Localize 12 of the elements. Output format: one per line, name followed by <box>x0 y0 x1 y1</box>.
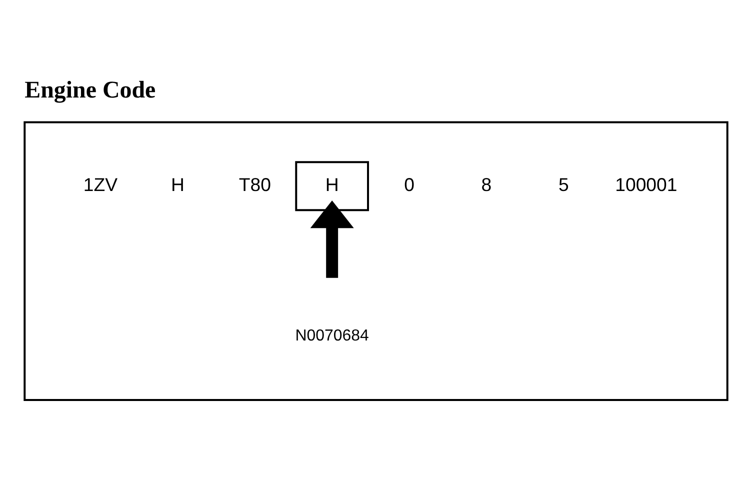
node-box: H <box>295 160 370 211</box>
label: 100001 <box>615 174 678 195</box>
label: 8 <box>481 174 492 195</box>
diagram-title: Engine Code <box>24 76 156 103</box>
label: H <box>170 174 184 195</box>
label: 5 <box>558 174 569 195</box>
label: 1ZV <box>83 174 118 195</box>
cluster <box>24 120 728 401</box>
arrow <box>310 200 354 278</box>
label: N0070684 <box>295 326 369 344</box>
label: T80 <box>238 174 271 195</box>
label: 0 <box>404 174 414 195</box>
